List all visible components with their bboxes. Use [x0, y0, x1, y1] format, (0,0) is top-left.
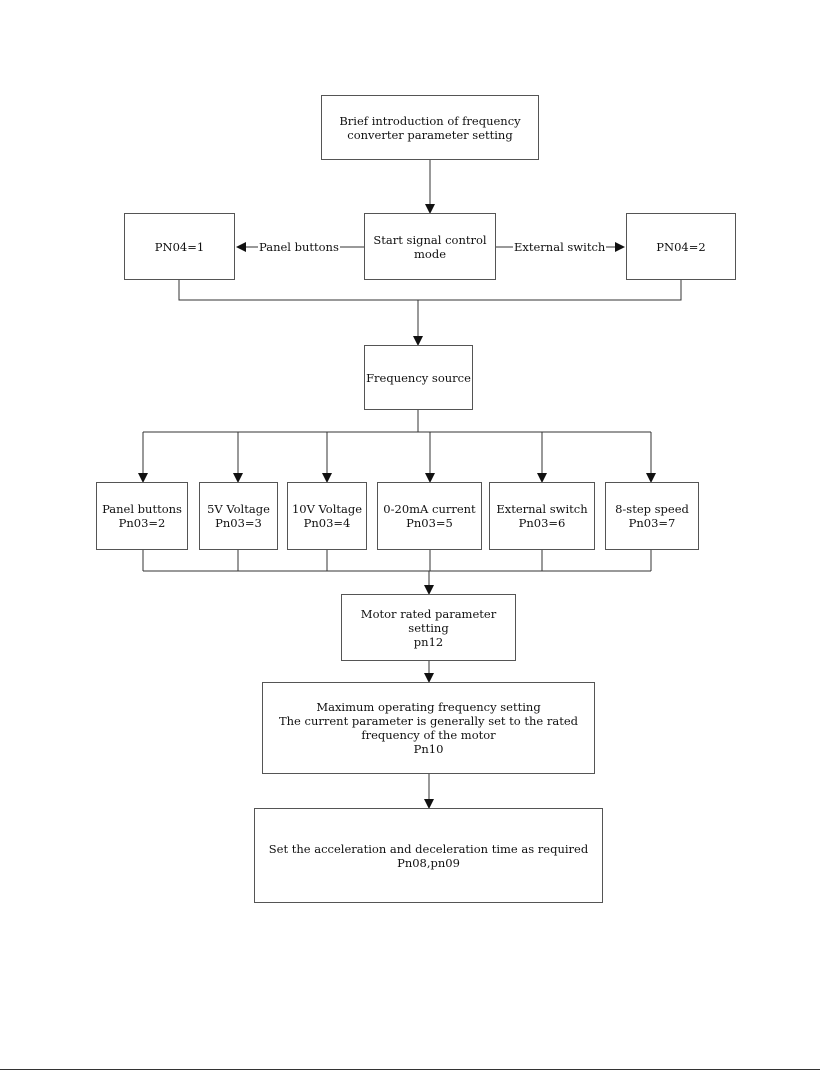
- edge-label-external-switch: External switch: [513, 240, 607, 254]
- node-accel-decel-time: Set the acceleration and deceleration ti…: [254, 808, 603, 903]
- node-text-line: pn12: [413, 634, 444, 649]
- node-text-line: Pn10: [413, 742, 444, 756]
- page-bottom-rule: [0, 1069, 820, 1070]
- node-text-line: Brief introduction of frequency: [339, 113, 521, 128]
- node-text-line: PN04=2: [656, 239, 706, 254]
- node-text-line: Pn03=5: [406, 516, 453, 530]
- node-text-line: PN04=1: [154, 239, 205, 254]
- node-text-line: Panel buttons: [102, 502, 182, 516]
- node-text-line: Start signal control: [373, 232, 487, 247]
- node-frequency-source: Frequency source: [364, 345, 473, 410]
- node-text-line: 0-20mA current: [383, 502, 476, 516]
- node-pn04-1: PN04=1: [124, 213, 235, 280]
- node-text-line: Motor rated parameter: [360, 606, 497, 621]
- node-text-line: frequency of the motor: [361, 728, 496, 742]
- node-text-line: Pn08,pn09: [397, 855, 460, 870]
- node-text-line: Pn03=7: [628, 516, 676, 530]
- node-text-line: setting: [408, 620, 449, 635]
- node-text-line: Pn03=4: [303, 516, 351, 530]
- edge-label-panel-buttons: Panel buttons: [258, 240, 340, 254]
- node-text-line: mode: [414, 246, 446, 261]
- node-text-line: The current parameter is generally set t…: [278, 714, 579, 728]
- node-text-line: Set the acceleration and deceleration ti…: [268, 841, 589, 856]
- node-text-line: Maximum operating frequency setting: [316, 700, 541, 714]
- node-text-line: 10V Voltage: [291, 502, 363, 516]
- node-text-line: Pn03=6: [518, 516, 566, 530]
- node-text-line: converter parameter setting: [347, 127, 513, 142]
- edge-pn04-merge: [178, 280, 682, 301]
- node-text-line: 5V Voltage: [207, 502, 270, 516]
- node-text-line: Pn03=3: [215, 516, 262, 530]
- node-pn04-2: PN04=2: [626, 213, 736, 280]
- node-text-line: External switch: [496, 502, 588, 516]
- node-text-line: 8-step speed: [615, 502, 689, 516]
- node-text-line: Frequency source: [366, 370, 471, 385]
- node-text-line: Pn03=2: [118, 516, 166, 530]
